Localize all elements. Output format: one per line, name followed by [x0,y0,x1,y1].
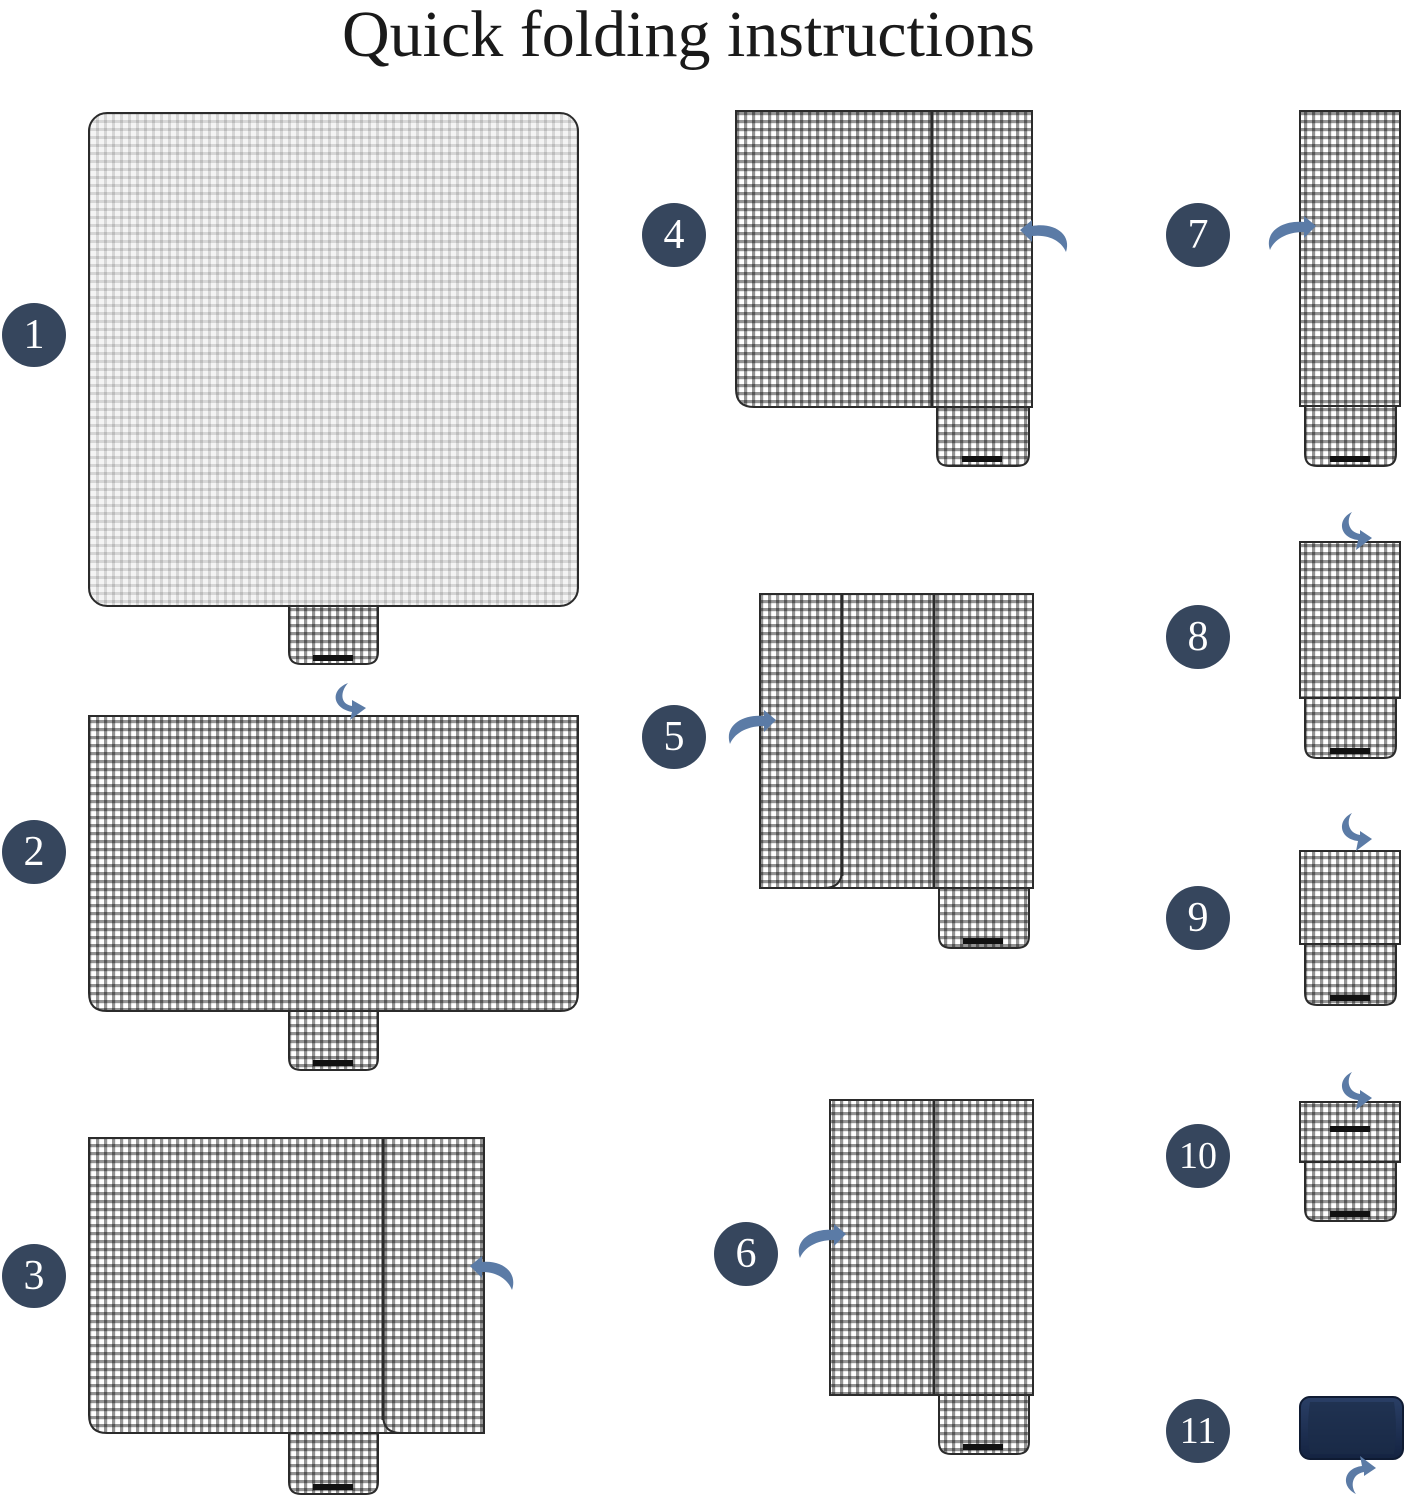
svg-text:9: 9 [1188,895,1209,941]
step-11-bundle [1299,1396,1404,1494]
step-3-fold-arrow-icon [470,1256,514,1290]
svg-text:5: 5 [664,714,685,760]
step-10-fold-arrow-icon [1341,1072,1372,1110]
step-badge-5: 5 [642,705,706,769]
svg-text:10: 10 [1179,1135,1217,1177]
step-badge-3: 3 [2,1244,66,1308]
svg-text:4: 4 [664,212,685,258]
step-badge-10: 10 [1166,1124,1230,1188]
step-badge-11: 11 [1166,1399,1230,1463]
step-badge-9: 9 [1166,886,1230,950]
step-10-blanket [1299,1072,1401,1222]
step-9-blanket [1299,813,1401,1006]
step-1-blanket [88,112,579,665]
step-2-fold-arrow-icon [335,683,366,720]
svg-text:2: 2 [24,829,45,875]
step-8-blanket [1299,512,1401,759]
svg-text:1: 1 [24,312,45,358]
step-badge-7: 7 [1166,203,1230,267]
step-5-fold-arrow-icon [728,710,776,744]
svg-text:7: 7 [1188,212,1209,258]
svg-text:6: 6 [736,1231,757,1277]
step-7-fold-arrow-icon [1268,216,1316,250]
step-11-fold-arrow-icon [1345,1456,1376,1494]
step-5-blanket [728,593,1034,949]
step-1-buckle [313,655,353,661]
step-1-strap-tab [288,605,379,665]
step-badge-2: 2 [2,820,66,884]
step-badge-1: 1 [2,303,66,367]
step-badge-8: 8 [1166,605,1230,669]
step-7-blanket [1268,110,1401,467]
step-badge-4: 4 [642,203,706,267]
step-2-strap-tab [288,1010,379,1071]
step-6-blanket [798,1099,1034,1455]
page-title: Quick folding instructions [342,0,1035,71]
step-4-fold-arrow-icon [1020,220,1068,252]
svg-text:8: 8 [1188,614,1209,660]
svg-text:3: 3 [24,1253,45,1299]
step-2-blanket [88,683,579,1071]
step-4-blanket [735,110,1068,467]
step-badge-6: 6 [714,1222,778,1286]
step-3-blanket [88,1137,514,1495]
step-8-fold-arrow-icon [1341,512,1372,550]
step-6-fold-arrow-icon [798,1224,846,1258]
svg-text:11: 11 [1180,1410,1217,1452]
step-9-fold-arrow-icon [1341,813,1372,851]
